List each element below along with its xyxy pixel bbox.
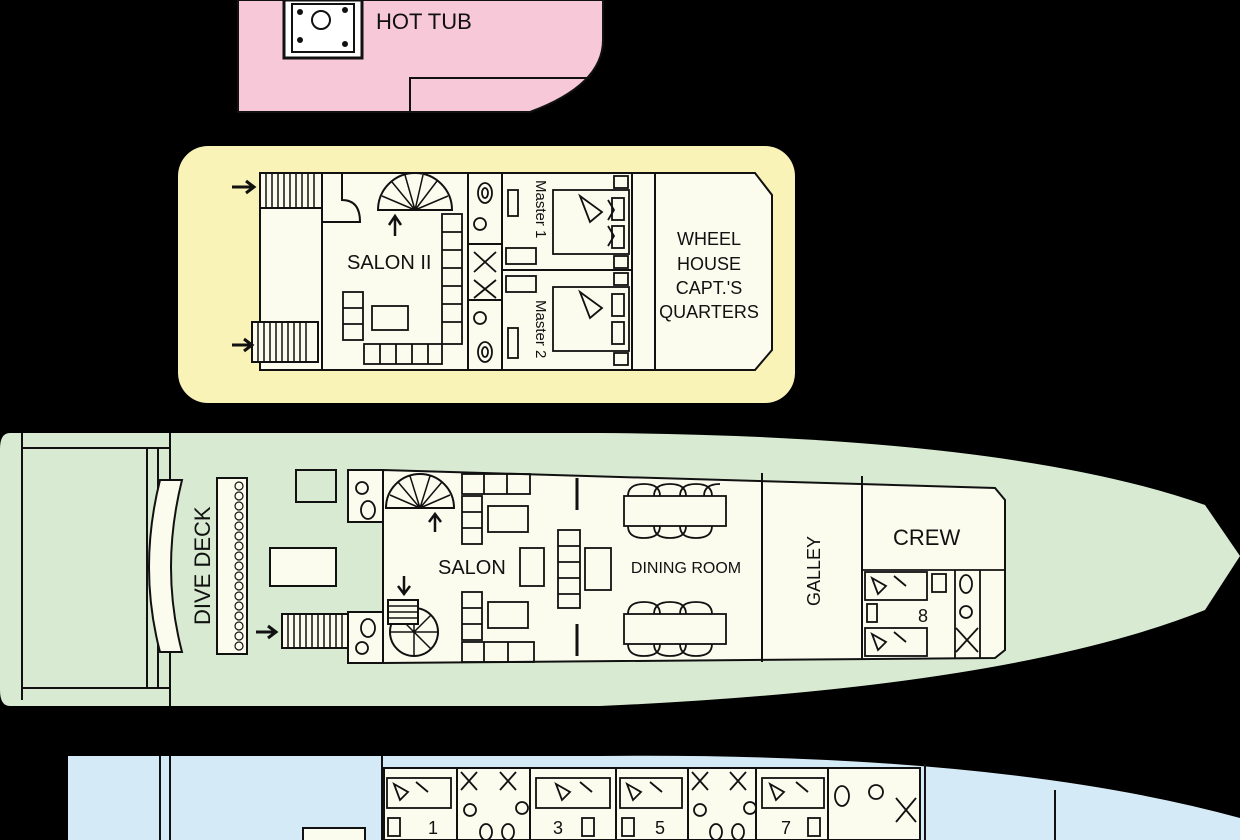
cabin-8-label: 8 [918,606,928,626]
stairs-bottom-left [251,321,319,363]
cabin-7-label: 7 [781,818,791,838]
lower-deck-interior [383,767,921,840]
dining-room-label: DINING ROOM [631,560,741,577]
dive-platform [148,479,184,653]
bed-icon [552,175,630,269]
hot-tub-icon [282,0,364,60]
hot-tub-label: HOT TUB [376,9,472,34]
stairs-main-left [281,613,349,649]
camera-table [269,547,337,587]
spiral-stair-icon [376,172,454,236]
sun-deck: HOT TUB [237,0,604,113]
entry-curve [322,173,362,223]
lower-deck: 1 3 5 7 [68,755,1240,840]
bathroom-fixtures [473,182,537,363]
tank-rack [216,477,248,655]
upper-deck: SALON II Master 1 Master 2 [178,146,795,403]
spiral-stair-down-icon [387,576,439,657]
upper-deck-floor [259,172,773,371]
crew-label: CREW [893,525,960,550]
salon-label: SALON [438,557,506,579]
galley-label: GALLEY [804,536,824,606]
sun-deck-rail [409,77,590,112]
stairs-top-left [259,172,323,209]
dive-deck-label: DIVE DECK [190,506,215,625]
lower-cabin-fixtures [386,771,917,840]
arrow-icon [256,624,279,640]
head-fixtures [355,481,376,655]
master-2-label: Master 2 [532,300,549,358]
cabin-1-label: 1 [428,818,438,838]
main-deck-transom [21,433,171,706]
bed-icon [552,272,630,366]
wheelhouse-line: HOUSE [677,254,741,274]
dining-tables [623,483,727,657]
arrow-icon [232,179,257,195]
salon-furniture [461,473,612,663]
wheelhouse-line: QUARTERS [659,302,759,322]
sofa-icon [342,213,463,365]
cabin-3-label: 3 [553,818,563,838]
main-deck: DIVE DECK [0,433,1240,706]
cabin-5-label: 5 [655,818,665,838]
spiral-stair-up-icon [384,473,456,532]
wheelhouse-line: CAPT.'S [676,278,742,298]
crew-cabin [862,569,1005,658]
arrow-icon [232,337,255,353]
salon-ii-label: SALON II [347,252,431,274]
wheelhouse-line: WHEEL [677,229,741,249]
master-1-label: Master 1 [532,180,549,238]
